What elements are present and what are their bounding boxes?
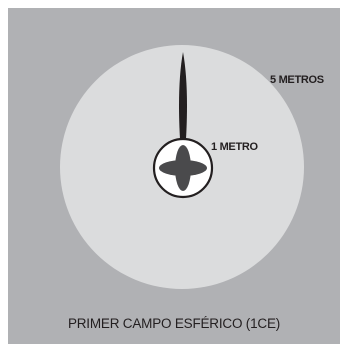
- one-meter-label: 1 METRO: [211, 141, 258, 153]
- diagram-panel: 5 METROS 1 METRO PRIMER CAMPO ESFÉRICO (…: [8, 8, 340, 344]
- five-meters-label: 5 METROS: [270, 74, 324, 86]
- field-diagram: [60, 45, 304, 289]
- diagram-caption: PRIMER CAMPO ESFÉRICO (1CE): [67, 316, 281, 331]
- energy-spike: [179, 52, 187, 139]
- cross-figure: [159, 145, 207, 191]
